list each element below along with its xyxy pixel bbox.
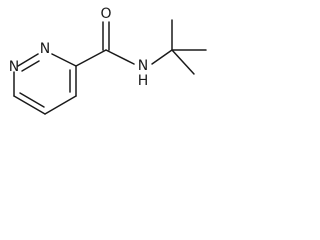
atom-nh-n-label: N [138, 58, 148, 74]
atom-nh-h-label: H [138, 73, 149, 89]
bond-cquat-me-down [171, 49, 195, 75]
bond-n-cquat [151, 49, 173, 65]
bond-c4-c5 [44, 95, 77, 115]
bond-n2-c3 [51, 53, 77, 67]
bond-c5-c6 [13, 95, 46, 115]
atom-n2-label: N [40, 41, 50, 57]
structure-diagram: N N O N H [9, 6, 207, 115]
atom-o-label: O [100, 6, 111, 22]
atom-n1-label: N [9, 59, 19, 75]
bond-carbonyl-n [105, 49, 135, 65]
bond-c5-c6-inner [19, 92, 45, 108]
bond-n1-n2 [17, 53, 39, 67]
bond-n1-n2-inner [21, 60, 40, 72]
bond-ring-carbonyl [75, 49, 107, 67]
